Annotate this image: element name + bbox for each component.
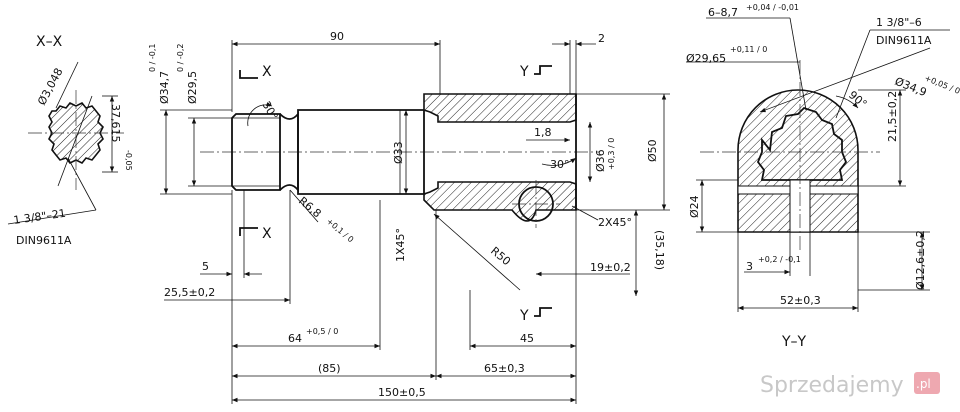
dim-3-tol: +0,2 / -0,1 [758, 255, 801, 264]
dim-d34-9-tol: +0,05 / 0 [923, 74, 960, 96]
dim-85: (85) [318, 362, 341, 375]
dim-d33: Ø33 [392, 141, 405, 164]
angle-30a: 30° [259, 99, 280, 122]
dim-d29-5-tol: 0 / -0,2 [176, 44, 185, 72]
cut-y-top: Y [519, 64, 529, 80]
watermark-text: Sprzedajemy [760, 373, 904, 398]
cut-x-marks: X X [239, 64, 272, 242]
dim-65: 65±0,3 [484, 362, 525, 375]
dim-d36-tol: +0,3 / 0 [607, 138, 616, 170]
dim-chamfer-2: 2X45° [598, 216, 632, 229]
dim-r6-8: R6,8 [296, 194, 324, 220]
main-view: X X Y Y 90 2 Ø34,7 0 / -0,1 Ø29,5 0 / -0 [148, 30, 670, 404]
dim-45: 45 [520, 332, 534, 345]
dim-angle-90: 90° [846, 88, 869, 110]
dim-21-5: 21,5±0,2 [886, 91, 899, 142]
spline-d1-leader [55, 61, 79, 109]
dim-r6-8-tol: +0,1 / 0 [325, 217, 356, 245]
spline-d1-label: Ø3,048 [35, 66, 65, 108]
cut-y-marks: Y Y [519, 64, 552, 324]
dim-d24: Ø24 [688, 195, 701, 218]
dim-35-18: (35,18) [653, 230, 666, 270]
dim-64: 64 [288, 332, 302, 345]
head-section-bottom [423, 181, 577, 222]
dim-19: 19±0,2 [590, 261, 631, 274]
section-xx-title: X–X [36, 34, 63, 50]
dim-2: 2 [598, 32, 605, 45]
dim-64-tol: +0,5 / 0 [306, 327, 338, 336]
watermark-suffix: .pl [916, 377, 931, 391]
dim-d29-5: Ø29,5 [186, 71, 199, 104]
dim-d34-7: Ø34,7 [158, 71, 171, 104]
cut-x-bottom: X [262, 226, 272, 242]
section-yy-view: Y–Y 6–8,7 +0,04 / -0,01 1 3/8"–6 DIN9611… [686, 3, 960, 350]
spline-d2-label: 37,615 [109, 104, 122, 143]
dim-d34-7-tol: 0 / -0,1 [148, 44, 157, 72]
dim-3: 3 [746, 260, 753, 273]
dim-5: 5 [202, 260, 209, 273]
inner-spline [756, 106, 848, 181]
dim-25-5: 25,5±0,2 [164, 286, 215, 299]
dim-90: 90 [330, 30, 344, 43]
angle-30b: 30° [550, 158, 570, 171]
section-xx-view: X–X Ø3,048 37,615 -0,05 1 3/8"–21 DIN961… [7, 34, 133, 247]
head-section-top [423, 93, 577, 123]
dim-groove: 6–8,7 [708, 6, 738, 19]
dim-d36: Ø36 [594, 149, 607, 172]
dim-d12-6: Ø12,6±0,2 [914, 230, 927, 290]
spline-std-label: DIN9611A [16, 234, 72, 247]
dim-thread-y: 1 3/8"–6 [876, 16, 922, 29]
spline-d2-tol: -0,05 [124, 150, 133, 171]
dim-chamfer-1: 1X45° [394, 228, 407, 262]
dim-std-y: DIN9611A [876, 34, 932, 47]
section-yy-title: Y–Y [781, 334, 807, 350]
dim-d29-65-tol: +0,11 / 0 [730, 45, 767, 54]
cut-y-bottom: Y [519, 308, 529, 324]
watermark: Sprzedajemy .pl [760, 372, 940, 398]
dim-150: 150±0,5 [378, 386, 426, 399]
spline-thread-label: 1 3/8"–21 [13, 207, 67, 227]
dim-52: 52±0,3 [780, 294, 821, 307]
cut-x-top: X [262, 64, 272, 80]
dim-d29-65: Ø29,65 [686, 52, 726, 65]
dim-d50: Ø50 [646, 139, 659, 162]
dim-groove-tol: +0,04 / -0,01 [746, 3, 799, 12]
dim-1-8: 1,8 [534, 126, 552, 139]
head-cross-section [737, 89, 859, 233]
